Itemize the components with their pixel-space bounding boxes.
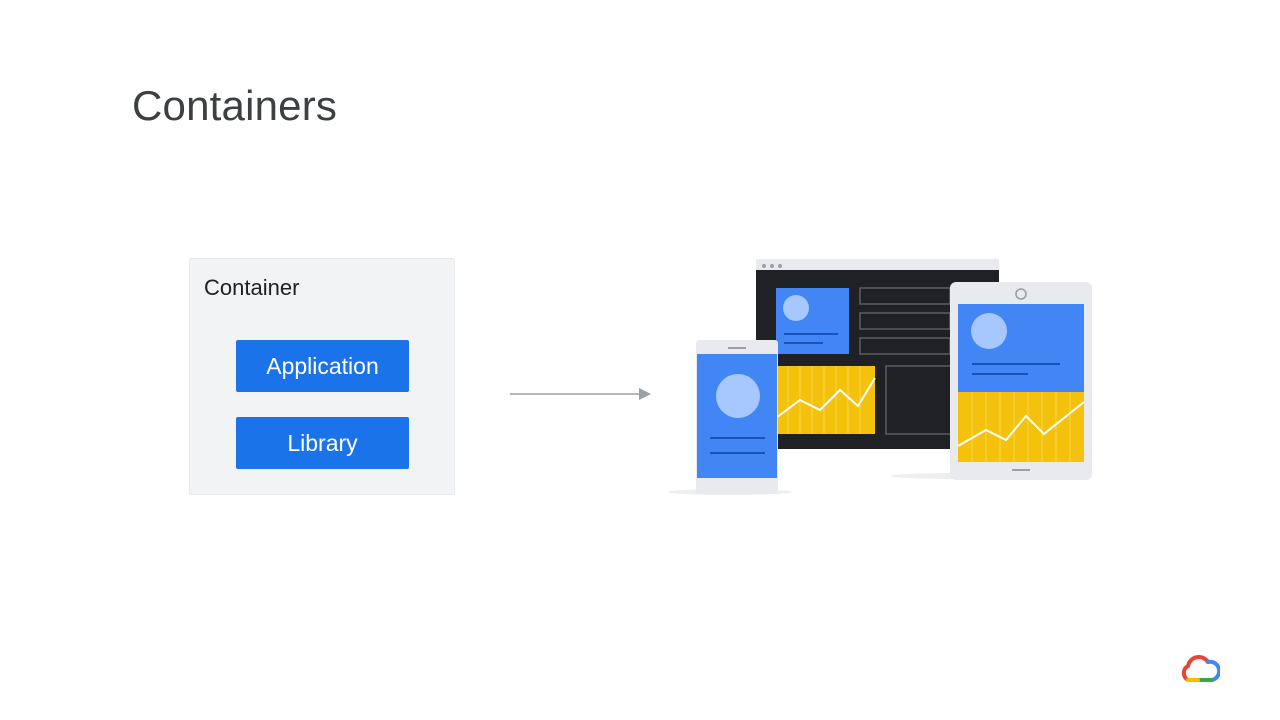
multi-device-illustration	[668, 259, 1092, 495]
container-box: Container Application Library	[189, 258, 455, 495]
phone-icon	[696, 340, 778, 494]
tablet-icon	[950, 282, 1092, 480]
google-cloud-logo-icon	[1181, 655, 1220, 682]
page-title: Containers	[132, 82, 338, 129]
library-button[interactable]: Library	[236, 417, 409, 469]
right-arrow-icon	[510, 388, 651, 400]
container-label: Container	[204, 275, 300, 300]
application-button[interactable]: Application	[236, 340, 409, 392]
